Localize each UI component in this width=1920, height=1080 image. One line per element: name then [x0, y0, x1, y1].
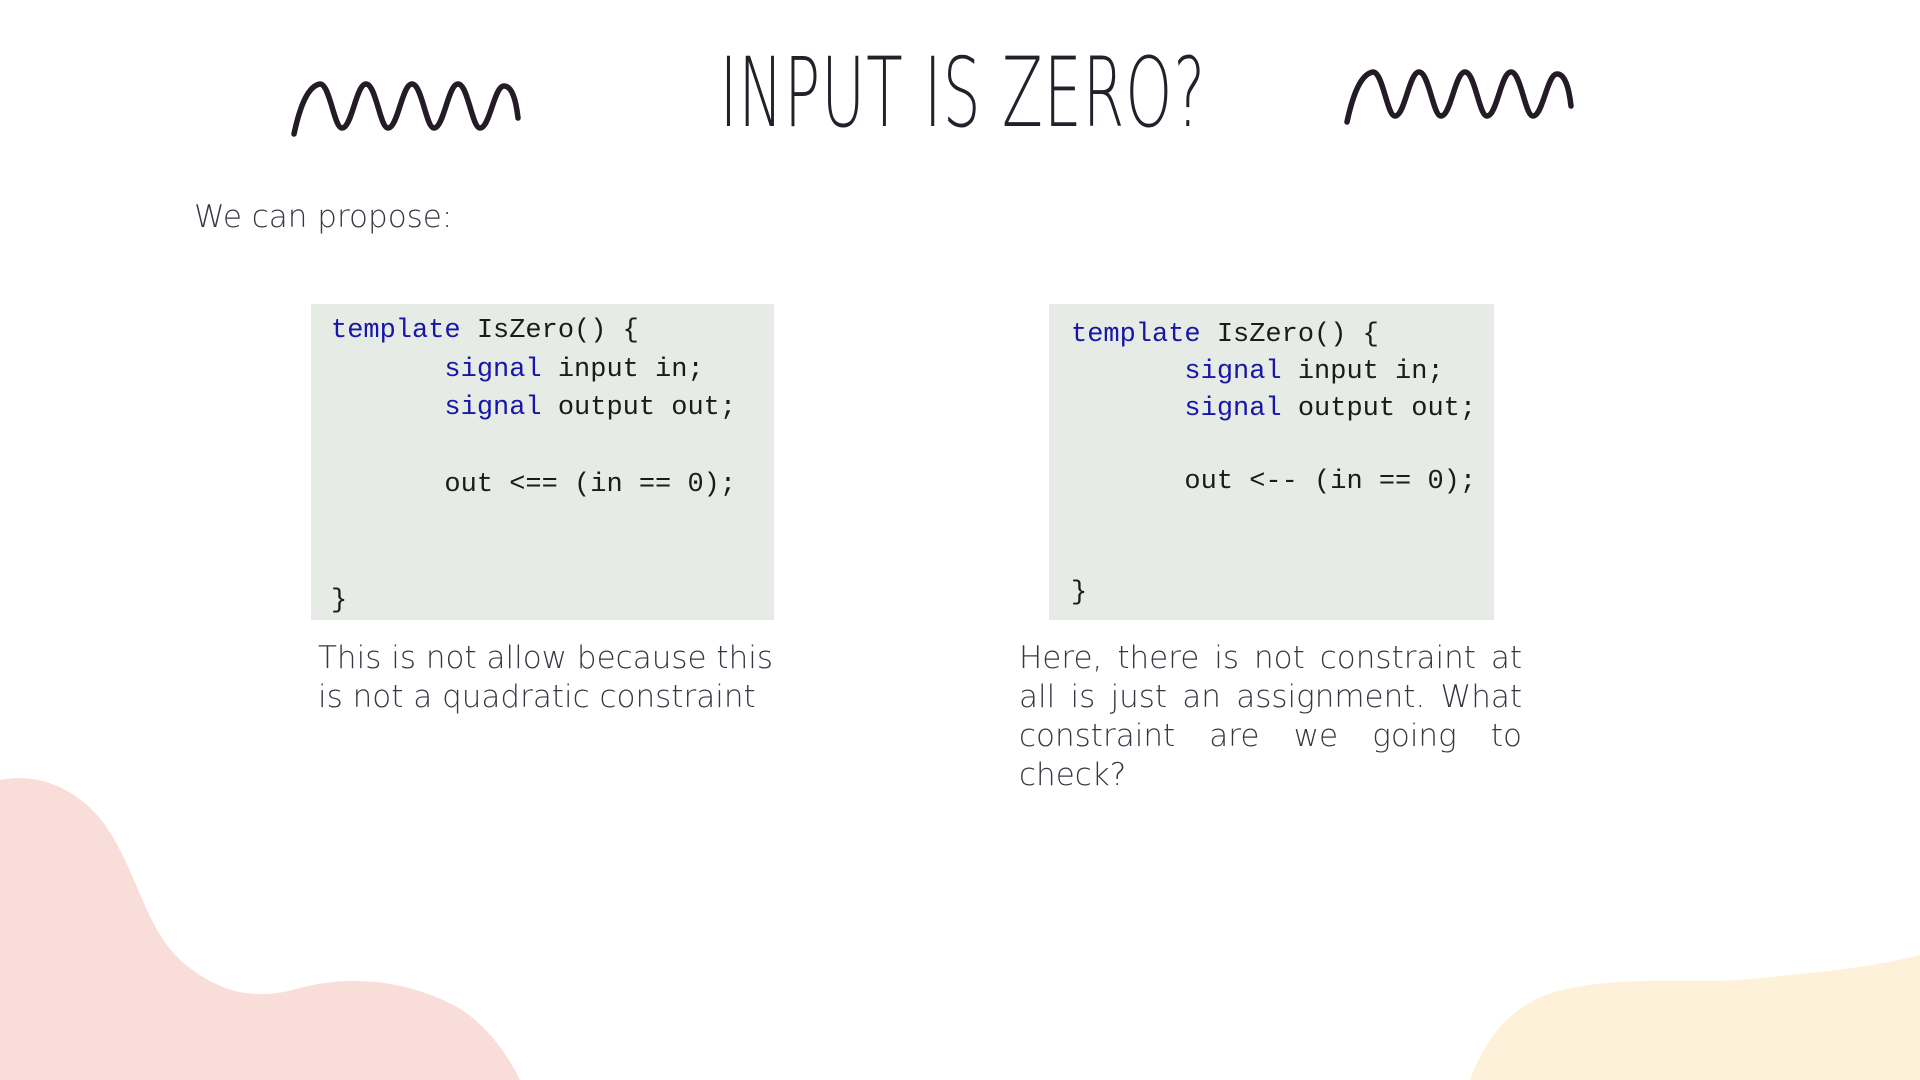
code-line: ​: [331, 428, 774, 467]
code-line: out <-- (in == 0);: [1184, 467, 1477, 498]
caption-left: This is not allow because this is not a …: [318, 640, 773, 715]
code-keyword: signal: [444, 354, 542, 385]
pink-blob: [0, 778, 520, 1080]
code-left-listing: template IsZero() { signal input in; sig…: [331, 312, 774, 620]
code-keyword: signal: [1184, 356, 1282, 387]
code-keyword: signal: [1184, 393, 1282, 424]
code-line: template IsZero() {: [331, 316, 639, 346]
code-line: ​: [1071, 427, 1494, 464]
code-line: }: [331, 585, 348, 616]
code-line: signal output out;: [1184, 393, 1477, 424]
squiggle-left: [291, 81, 521, 137]
code-keyword: signal: [444, 393, 542, 423]
code-keyword: template: [331, 316, 461, 346]
code-line: }: [1071, 577, 1088, 608]
code-keyword: template: [1071, 320, 1201, 350]
code-line: signal input in;: [1184, 356, 1444, 387]
code-block-right: template IsZero() { signal input in; sig…: [1049, 304, 1494, 620]
code-block-left: template IsZero() { signal input in; sig…: [311, 304, 774, 620]
code-line: ​: [331, 505, 774, 544]
caption-right: Here, there is not constraint at all is …: [1019, 640, 1522, 793]
code-line: ​: [1071, 501, 1494, 538]
code-line: signal input in;: [444, 354, 704, 385]
code-line: ​: [331, 543, 774, 582]
code-line: signal output out;: [444, 393, 737, 423]
code-line: out <== (in == 0);: [444, 470, 737, 500]
yellow-blob: [1470, 955, 1920, 1080]
code-line: template IsZero() {: [1071, 320, 1379, 350]
intro-text: We can propose:: [194, 199, 453, 235]
squiggle-right: [1344, 69, 1574, 125]
slide-title: INPUT IS ZERO?: [719, 37, 1207, 149]
code-right-listing: template IsZero() { signal input in; sig…: [1071, 317, 1494, 611]
code-line: ​: [1071, 538, 1494, 575]
